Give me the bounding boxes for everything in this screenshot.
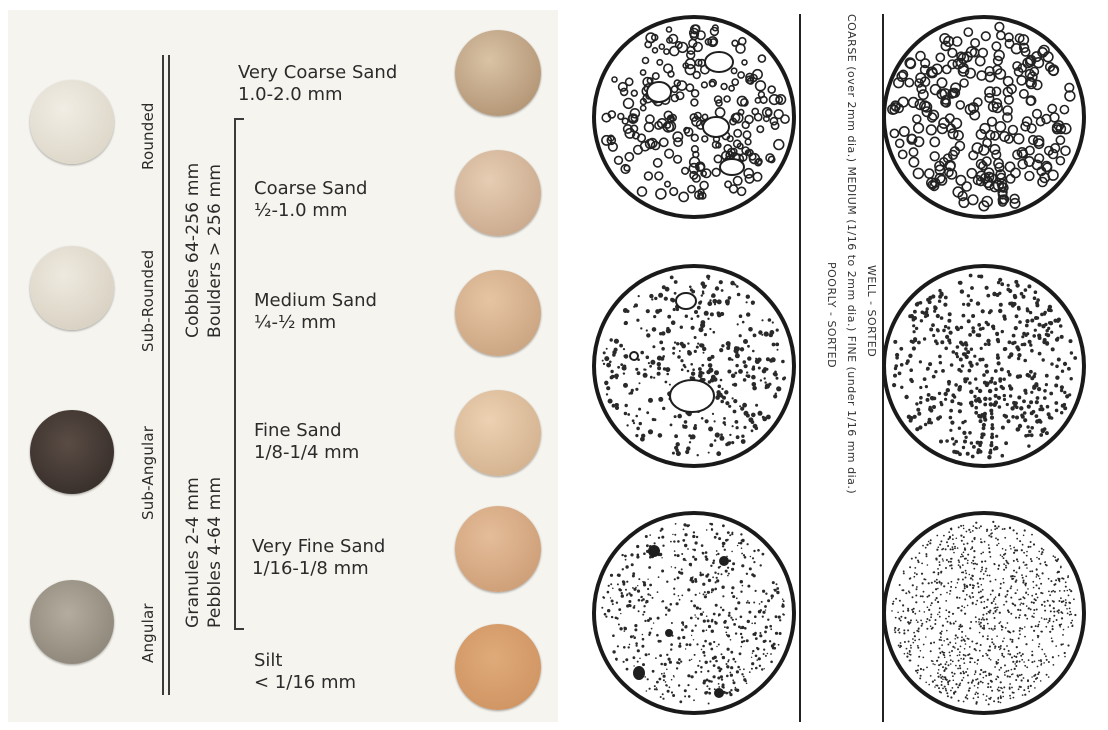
label-pebbles: Pebbles 4-64 mm — [205, 477, 225, 628]
label-rounded: Rounded — [139, 102, 157, 170]
gravel-bracket-top — [234, 118, 244, 120]
double-line-left — [162, 55, 164, 695]
label-granules: Granules 2-4 mm — [183, 477, 203, 628]
very-fine-sand-swatch — [455, 506, 541, 592]
label-boulders: Boulders > 256 mm — [205, 164, 225, 338]
size-range: 1.0-2.0 mm — [238, 84, 397, 106]
size-name: Silt — [254, 650, 356, 672]
sub-angular-swatch — [30, 410, 114, 494]
rounded-swatch — [30, 80, 114, 164]
gravel-bracket-bottom — [234, 628, 244, 630]
size-name: Fine Sand — [254, 420, 359, 442]
label-angular: Angular — [139, 603, 157, 663]
size-name: Very Coarse Sand — [238, 62, 397, 84]
size-range: ¼-½ mm — [254, 312, 377, 334]
label-well-sorted: WELL - SORTED — [865, 265, 878, 357]
coarse-sand-swatch — [455, 150, 541, 236]
label-sub-angular: Sub-Angular — [139, 426, 157, 520]
size-fine-sand: Fine Sand 1/8-1/4 mm — [254, 420, 359, 464]
size-name: Coarse Sand — [254, 178, 367, 200]
double-line-right — [168, 55, 170, 695]
size-range: ½-1.0 mm — [254, 200, 367, 222]
size-very-coarse-sand: Very Coarse Sand 1.0-2.0 mm — [238, 62, 397, 106]
very-coarse-sand-swatch — [455, 30, 541, 116]
label-poorly-sorted: POORLY - SORTED — [825, 262, 838, 368]
label-size-classes: COARSE (over 2mm dia.) MEDIUM (1/16 to 2… — [845, 14, 858, 494]
gravel-bracket-line — [234, 118, 236, 630]
sub-rounded-swatch — [30, 246, 114, 330]
size-very-fine-sand: Very Fine Sand 1/16-1/8 mm — [252, 536, 385, 580]
angular-swatch — [30, 580, 114, 664]
size-name: Very Fine Sand — [252, 536, 385, 558]
label-cobbles: Cobbles 64-256 mm — [183, 163, 203, 338]
fine-sand-swatch — [455, 390, 541, 476]
size-silt: Silt < 1/16 mm — [254, 650, 356, 694]
label-sub-rounded: Sub-Rounded — [139, 250, 157, 352]
medium-sand-swatch — [455, 270, 541, 356]
size-range: 1/8-1/4 mm — [254, 442, 359, 464]
sorting-chart — [574, 10, 1104, 722]
silt-swatch — [455, 624, 541, 710]
size-range: < 1/16 mm — [254, 672, 356, 694]
size-range: 1/16-1/8 mm — [252, 558, 385, 580]
size-coarse-sand: Coarse Sand ½-1.0 mm — [254, 178, 367, 222]
size-medium-sand: Medium Sand ¼-½ mm — [254, 290, 377, 334]
size-name: Medium Sand — [254, 290, 377, 312]
